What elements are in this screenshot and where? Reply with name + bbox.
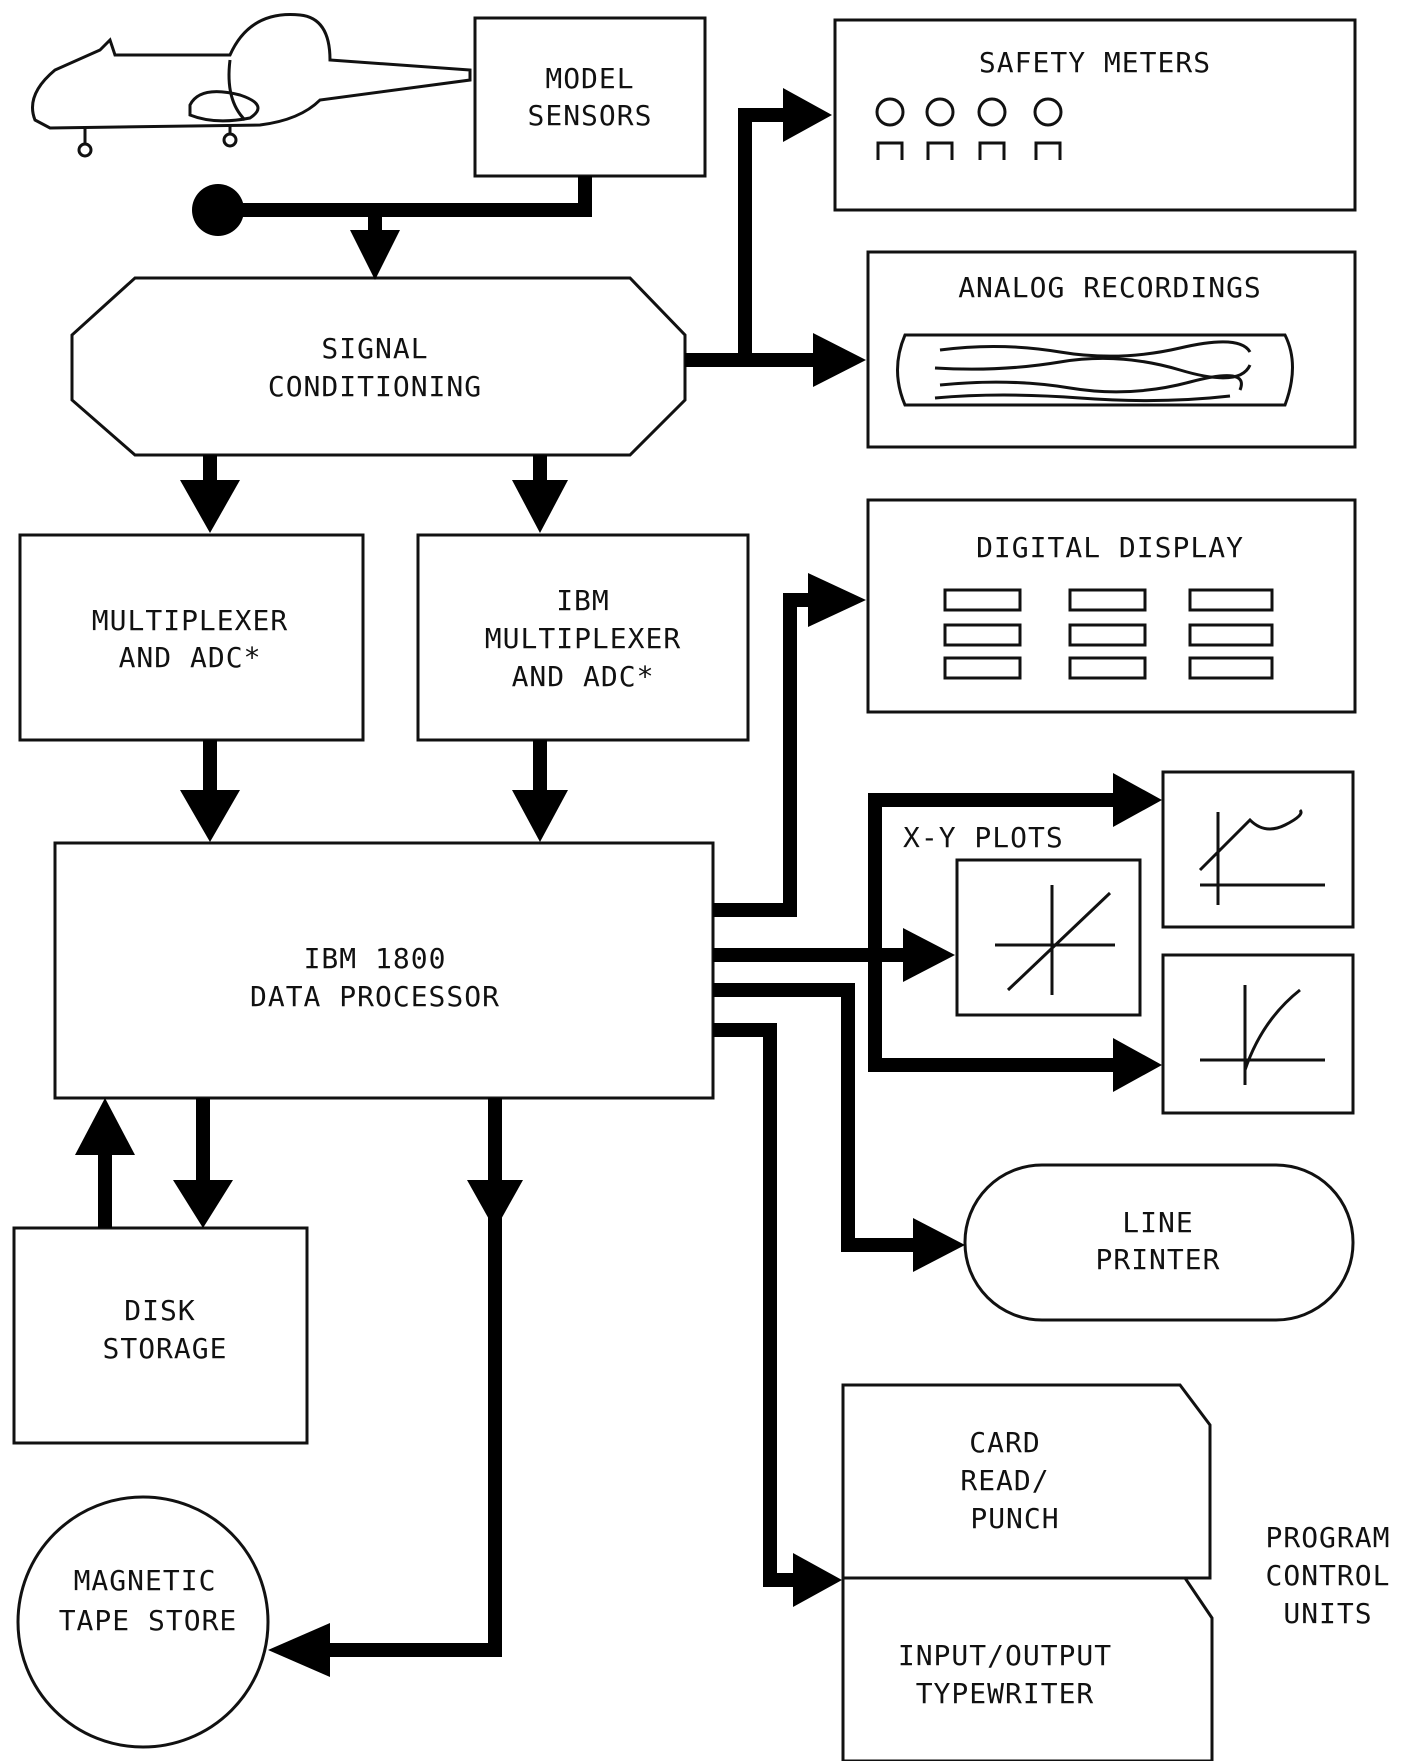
signal-conditioning-label-2: CONDITIONING — [268, 370, 482, 403]
digital-display-box: DIGITAL DISPLAY — [866, 498, 1357, 714]
ibm-multiplexer-adc-label-3: AND ADC* — [512, 660, 655, 693]
arrow-into-ibm-adc — [512, 480, 568, 533]
program-control-units-label: PROGRAM CONTROL UNITS — [1265, 1521, 1390, 1630]
line-printer-label-1: LINE — [1122, 1206, 1193, 1239]
arrow-adc-into-processor — [180, 790, 240, 842]
multiplexer-adc-label-2: AND ADC* — [119, 641, 262, 674]
arrow-down-to-tape — [467, 1180, 523, 1230]
signal-conditioning-box: SIGNAL CONDITIONING — [70, 276, 687, 457]
digital-display-label: DIGITAL DISPLAY — [976, 531, 1244, 564]
ibm-multiplexer-adc-label-1: IBM — [556, 584, 610, 617]
arrow-ibm-adc-into-processor — [512, 790, 568, 842]
data-processor-label-2: DATA PROCESSOR — [250, 980, 500, 1013]
arrow-into-card-reader — [793, 1553, 842, 1607]
data-processor-box: IBM 1800 DATA PROCESSOR — [53, 841, 715, 1100]
analog-recordings-label: ANALOG RECORDINGS — [958, 271, 1262, 304]
arrow-into-analog-recordings — [813, 333, 866, 387]
card-read-punch-label-3: PUNCH — [970, 1502, 1059, 1535]
wire-processor-to-card-reader — [713, 1023, 795, 1587]
magnetic-tape-store-label-2: TAPE STORE — [59, 1604, 238, 1637]
wire-processor-to-digital-display — [713, 593, 810, 917]
arrow-into-conditioning — [350, 230, 400, 280]
wire-sensors-to-conditioning — [218, 176, 592, 230]
safety-meters-label: SAFETY METERS — [979, 46, 1211, 79]
disk-storage-label-2: STORAGE — [102, 1332, 227, 1365]
digit-readouts-icon — [943, 588, 1274, 680]
disk-storage-label-1: DISK — [124, 1294, 195, 1327]
arrow-into-xy-plot-top — [1113, 773, 1162, 827]
wire-conditioning-to-outputs — [685, 108, 815, 367]
data-processor-label-1: IBM 1800 — [304, 942, 447, 975]
io-typewriter-box: INPUT/OUTPUT TYPEWRITER — [841, 1576, 1214, 1761]
xy-plot-top — [1161, 770, 1355, 929]
ibm-multiplexer-adc-box: IBM MULTIPLEXER AND ADC* — [416, 533, 750, 742]
line-printer-box: LINE PRINTER — [963, 1163, 1355, 1322]
line-printer-label-2: PRINTER — [1095, 1243, 1220, 1276]
program-control-units-label-3: UNITS — [1283, 1597, 1372, 1630]
card-read-punch-label-2: READ/ — [960, 1464, 1049, 1497]
xy-plot-bottom — [1161, 953, 1355, 1115]
safety-meters-box: SAFETY METERS — [833, 18, 1357, 212]
arrow-into-line-printer — [913, 1218, 965, 1272]
wire-processor-to-xy-plots — [713, 793, 1115, 1072]
analog-recordings-box: ANALOG RECORDINGS — [866, 250, 1357, 449]
wire-processor-to-line-printer — [713, 983, 915, 1252]
io-typewriter-label-2: TYPEWRITER — [916, 1677, 1095, 1710]
arrow-into-xy-plot-bottom — [1113, 1038, 1162, 1092]
chart-strip-icon — [896, 333, 1294, 407]
xy-plots-label: X-Y PLOTS — [903, 821, 1064, 854]
arrow-into-digital-display — [808, 573, 866, 627]
multiplexer-adc-label-1: MULTIPLEXER — [92, 604, 288, 637]
xy-curve-icon — [1198, 808, 1325, 905]
xy-crosshair-icon — [995, 885, 1115, 995]
arrow-into-xy-plot-middle — [903, 928, 955, 982]
arrowheads — [75, 88, 1162, 1677]
magnetic-tape-store-box: MAGNETIC TAPE STORE — [16, 1495, 270, 1749]
arrow-into-safety-meters — [783, 88, 832, 142]
model-sensors-label-1: MODEL — [545, 62, 634, 95]
xy-plot-middle — [955, 858, 1142, 1017]
io-typewriter-label-1: INPUT/OUTPUT — [898, 1639, 1112, 1672]
arrow-into-disk — [173, 1180, 233, 1228]
ibm-multiplexer-adc-label-2: MULTIPLEXER — [485, 622, 681, 655]
connection-wires — [98, 108, 1115, 1657]
multiplexer-adc-box: MULTIPLEXER AND ADC* — [18, 533, 365, 742]
meter-dials-icon — [875, 97, 1063, 160]
arrow-into-adc — [180, 480, 240, 533]
program-control-units-label-2: CONTROL — [1265, 1559, 1390, 1592]
card-read-punch-box: CARD READ/ PUNCH — [841, 1383, 1212, 1580]
model-sensors-box: MODEL SENSORS — [473, 16, 707, 178]
arrow-into-tape-store — [268, 1623, 330, 1677]
aircraft-model-icon — [31, 13, 472, 158]
model-sensors-label-2: SENSORS — [527, 99, 652, 132]
disk-storage-box: DISK STORAGE — [12, 1226, 309, 1445]
signal-conditioning-label-1: SIGNAL — [321, 332, 428, 365]
wire-processor-to-tape — [330, 1098, 502, 1657]
arrow-disk-into-processor — [75, 1098, 135, 1155]
program-control-units-label-1: PROGRAM — [1265, 1521, 1390, 1554]
magnetic-tape-store-label-1: MAGNETIC — [74, 1564, 217, 1597]
xy-rising-curve-icon — [1200, 985, 1325, 1085]
card-read-punch-label-1: CARD — [969, 1426, 1040, 1459]
